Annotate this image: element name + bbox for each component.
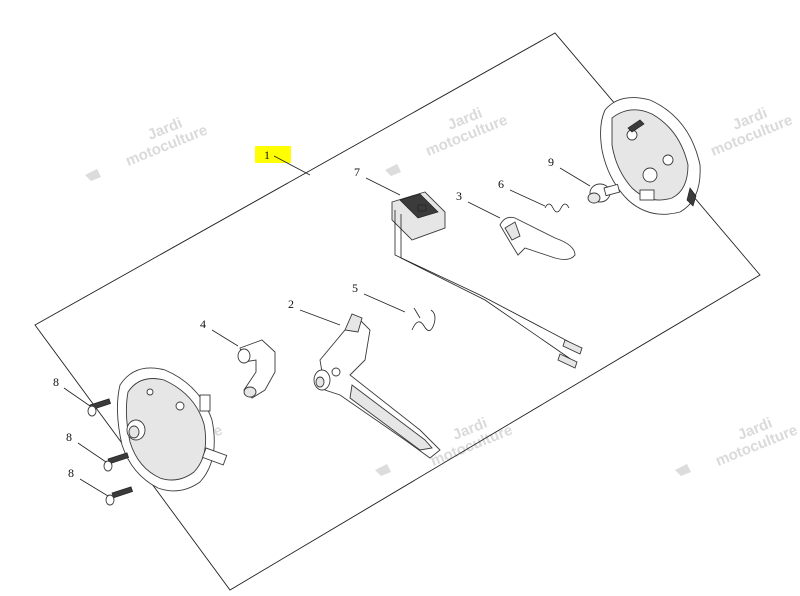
callout-8a-label: 8 (53, 375, 59, 389)
part-7-switch (391, 191, 583, 369)
part-6-spring (544, 203, 570, 213)
callout-4-leader (211, 329, 239, 347)
callout-1-label: 1 (264, 148, 270, 162)
callout-8c-leader (79, 478, 109, 497)
part-housing-left (117, 367, 228, 492)
callout-3-label: 3 (456, 189, 462, 203)
callout-2-leader (299, 309, 341, 326)
callout-5-leader (363, 293, 406, 313)
part-8-screw-3 (105, 486, 134, 506)
callout-7-label: 7 (354, 165, 360, 179)
watermark-logo-icon (85, 169, 101, 181)
callout-6-label: 6 (498, 177, 504, 191)
callout-9-label: 9 (548, 155, 554, 169)
callout-9-leader (559, 167, 591, 187)
callout-5-label: 5 (352, 281, 358, 295)
part-8-screw-2 (103, 452, 130, 472)
watermark-logo-icon (375, 464, 391, 476)
callout-8b-leader (77, 442, 107, 463)
callout-1-leader (273, 155, 311, 176)
callout-3-leader (467, 201, 501, 219)
callout-2-label: 2 (288, 297, 294, 311)
part-2-throttle-lever (313, 313, 441, 459)
callout-1-highlight (255, 146, 291, 163)
part-housing-right (600, 97, 701, 215)
watermark-logo-icon (385, 164, 401, 176)
part-5-spring (411, 307, 436, 331)
part-4-bracket (237, 339, 276, 399)
callout-8b-label: 8 (66, 430, 72, 444)
assembly-outline (34, 32, 761, 591)
callout-4-label: 4 (200, 317, 206, 331)
callout-7-leader (365, 177, 401, 196)
callout-8c-label: 8 (68, 466, 74, 480)
part-3-trigger (499, 216, 576, 260)
callout-6-leader (509, 189, 546, 207)
watermark-logo-icon (675, 464, 691, 476)
callout-8a-leader (63, 387, 91, 407)
part-8-screw-1 (87, 398, 112, 417)
part-9-knob (587, 183, 621, 204)
